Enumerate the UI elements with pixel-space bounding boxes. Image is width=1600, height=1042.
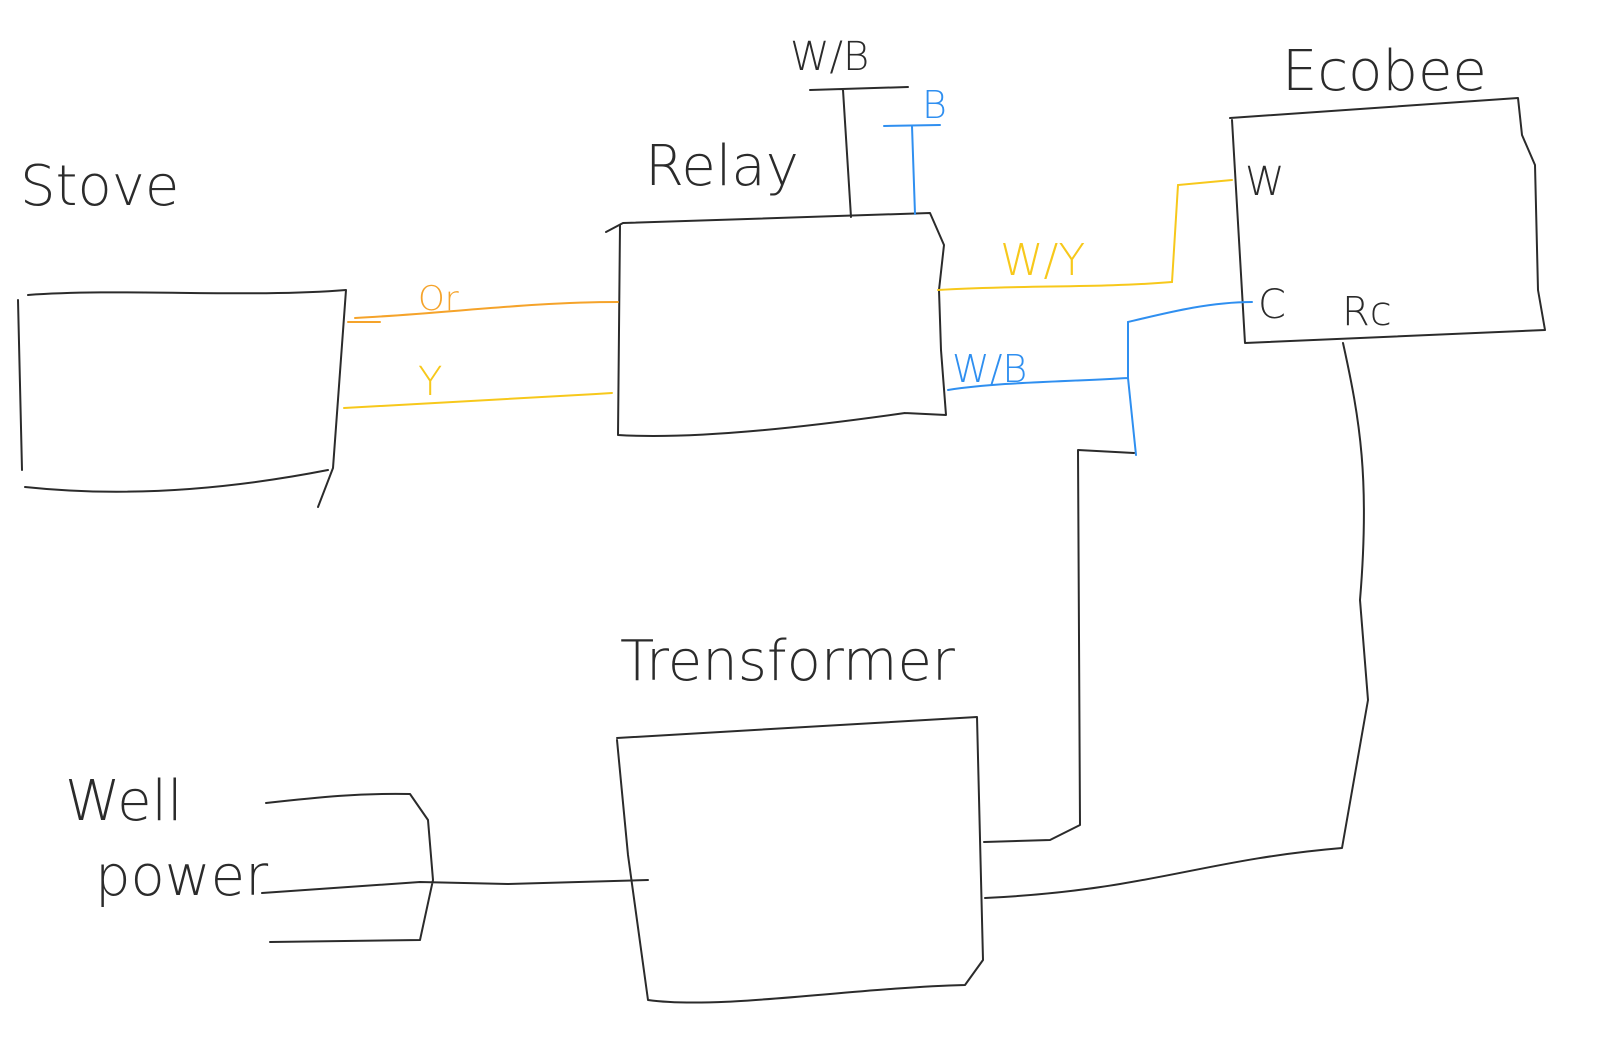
well-power-label-line2: power bbox=[95, 844, 268, 909]
blue-wire-ecobee bbox=[947, 301, 1253, 456]
ecobee-w-terminal: W bbox=[1245, 159, 1285, 205]
ecobee-label: Ecobee bbox=[1282, 39, 1487, 104]
transformer-label: Trensformer bbox=[620, 629, 955, 694]
stove-label: Stove bbox=[20, 154, 179, 219]
orange-wire-label: Or bbox=[418, 279, 459, 319]
blue-wire-label: W/B bbox=[952, 347, 1027, 391]
relay-wb-terminal bbox=[809, 86, 909, 218]
well-power-box bbox=[261, 792, 649, 943]
relay-b-terminal bbox=[883, 124, 941, 215]
transformer-box bbox=[616, 716, 984, 1004]
yellow-wire-stove bbox=[343, 392, 613, 409]
relay-b-label: B bbox=[922, 83, 947, 127]
ecobee-box bbox=[1229, 97, 1546, 344]
well-power-label-line1: Well bbox=[65, 769, 183, 834]
stove-box bbox=[17, 289, 347, 508]
relay-box bbox=[605, 212, 947, 437]
rc-wire bbox=[984, 342, 1369, 899]
orange-wire bbox=[347, 301, 619, 323]
relay-label: Relay bbox=[645, 134, 799, 199]
yellow-wire-ecobee bbox=[937, 179, 1233, 291]
yellow-wire-stove-label: Y bbox=[418, 359, 442, 405]
ecobee-rc-terminal: Rc bbox=[1342, 289, 1392, 335]
yellow-wire-ecobee-label: W/Y bbox=[1000, 235, 1085, 286]
ecobee-c-terminal: C bbox=[1258, 282, 1286, 328]
common-wire bbox=[983, 449, 1135, 843]
relay-wb-label: W/B bbox=[790, 34, 869, 80]
